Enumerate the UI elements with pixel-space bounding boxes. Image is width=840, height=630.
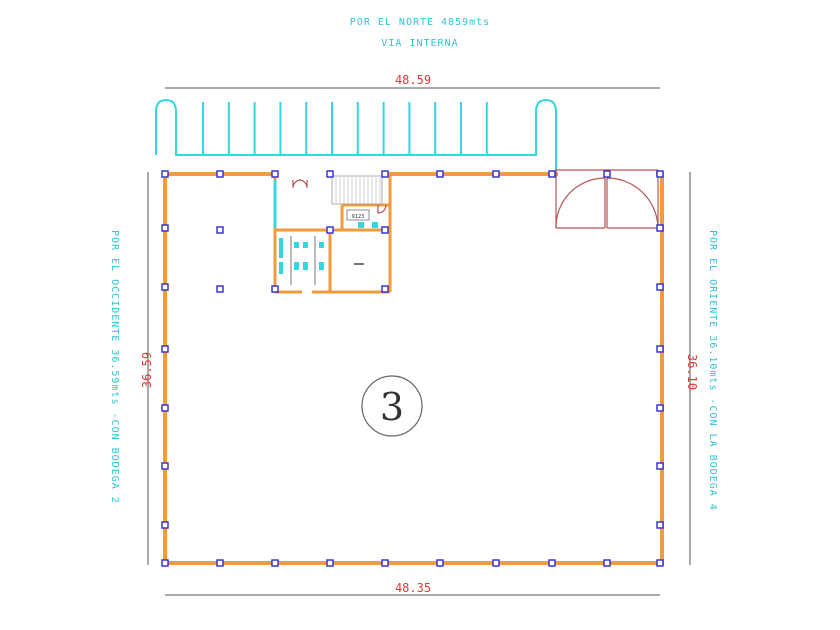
- parking-stall-lines: [202, 102, 488, 155]
- column-marker: [436, 170, 444, 178]
- column-marker: [548, 559, 556, 567]
- column-marker: [161, 462, 169, 470]
- north-boundary-label: POR EL NORTE 4859mts: [350, 17, 490, 28]
- column-marker: [656, 224, 664, 232]
- column-marker: [548, 170, 556, 178]
- column-marker: [436, 559, 444, 567]
- column-marker: [216, 559, 224, 567]
- unit-number: 3: [380, 385, 404, 429]
- column-marker: [603, 170, 611, 178]
- column-marker: [326, 170, 334, 178]
- left-dimension-value: 36.59: [140, 352, 154, 388]
- structural-columns: [161, 170, 664, 567]
- column-marker: [271, 170, 279, 178]
- parking-strip: [155, 98, 557, 170]
- column-marker: [656, 170, 664, 178]
- bottom-dimension-value: 48.35: [395, 581, 431, 595]
- column-marker: [381, 226, 389, 234]
- west-boundary-label: POR EL OCCIDENTE 36.59mts -CON BODEGA 2: [109, 230, 120, 504]
- column-marker: [656, 345, 664, 353]
- column-marker: [656, 462, 664, 470]
- column-marker: [656, 521, 664, 529]
- column-marker: [161, 559, 169, 567]
- column-marker: [161, 521, 169, 529]
- column-marker: [161, 345, 169, 353]
- room-tag: 9123: [352, 214, 365, 220]
- column-marker: [656, 559, 664, 567]
- column-marker: [161, 224, 169, 232]
- column-marker: [326, 559, 334, 567]
- column-marker: [161, 170, 169, 178]
- column-marker: [656, 283, 664, 291]
- column-marker: [161, 404, 169, 412]
- stair-treads: [335, 177, 381, 203]
- unit-number-badge: 3: [361, 375, 423, 437]
- top-dimension-value: 48.59: [395, 73, 431, 87]
- column-marker: [216, 285, 224, 293]
- sanitary-fixtures: [279, 222, 378, 274]
- column-marker: [216, 226, 224, 234]
- column-marker: [271, 285, 279, 293]
- north-road-label: VIA INTERNA: [381, 38, 458, 49]
- column-marker: [381, 559, 389, 567]
- column-marker: [381, 285, 389, 293]
- east-boundary-label: POR EL ORIENTE 36.10mts -CON LA BODEGA 4: [707, 230, 718, 511]
- right-dimension-value: 36.10: [685, 354, 699, 390]
- column-marker: [656, 404, 664, 412]
- main-double-door: [555, 169, 659, 229]
- column-marker: [271, 559, 279, 567]
- column-marker: [161, 283, 169, 291]
- outer-walls: [163, 172, 664, 565]
- column-marker: [492, 559, 500, 567]
- column-marker: [381, 170, 389, 178]
- column-marker: [603, 559, 611, 567]
- column-marker: [492, 170, 500, 178]
- column-marker: [326, 226, 334, 234]
- column-marker: [216, 170, 224, 178]
